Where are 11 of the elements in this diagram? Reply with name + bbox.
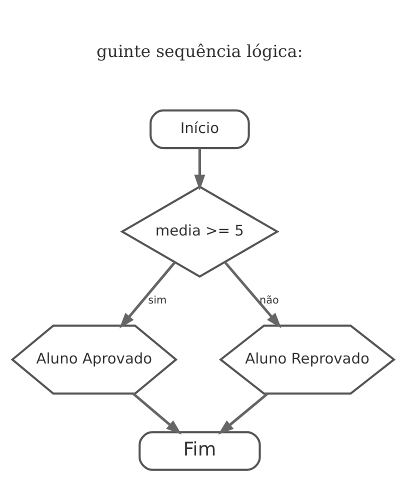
node-box: Fim [138, 431, 261, 471]
label: guinte sequência lógica: [96, 40, 303, 61]
edge-label: sim [148, 294, 167, 307]
arrow [119, 262, 176, 328]
node-box: Início [150, 109, 250, 150]
arrow [194, 148, 206, 190]
node-diamond: media >= 5 [120, 186, 280, 278]
arrow [224, 261, 282, 328]
arrow [218, 392, 268, 435]
edge-label: não [259, 294, 279, 307]
arrow [132, 392, 182, 435]
